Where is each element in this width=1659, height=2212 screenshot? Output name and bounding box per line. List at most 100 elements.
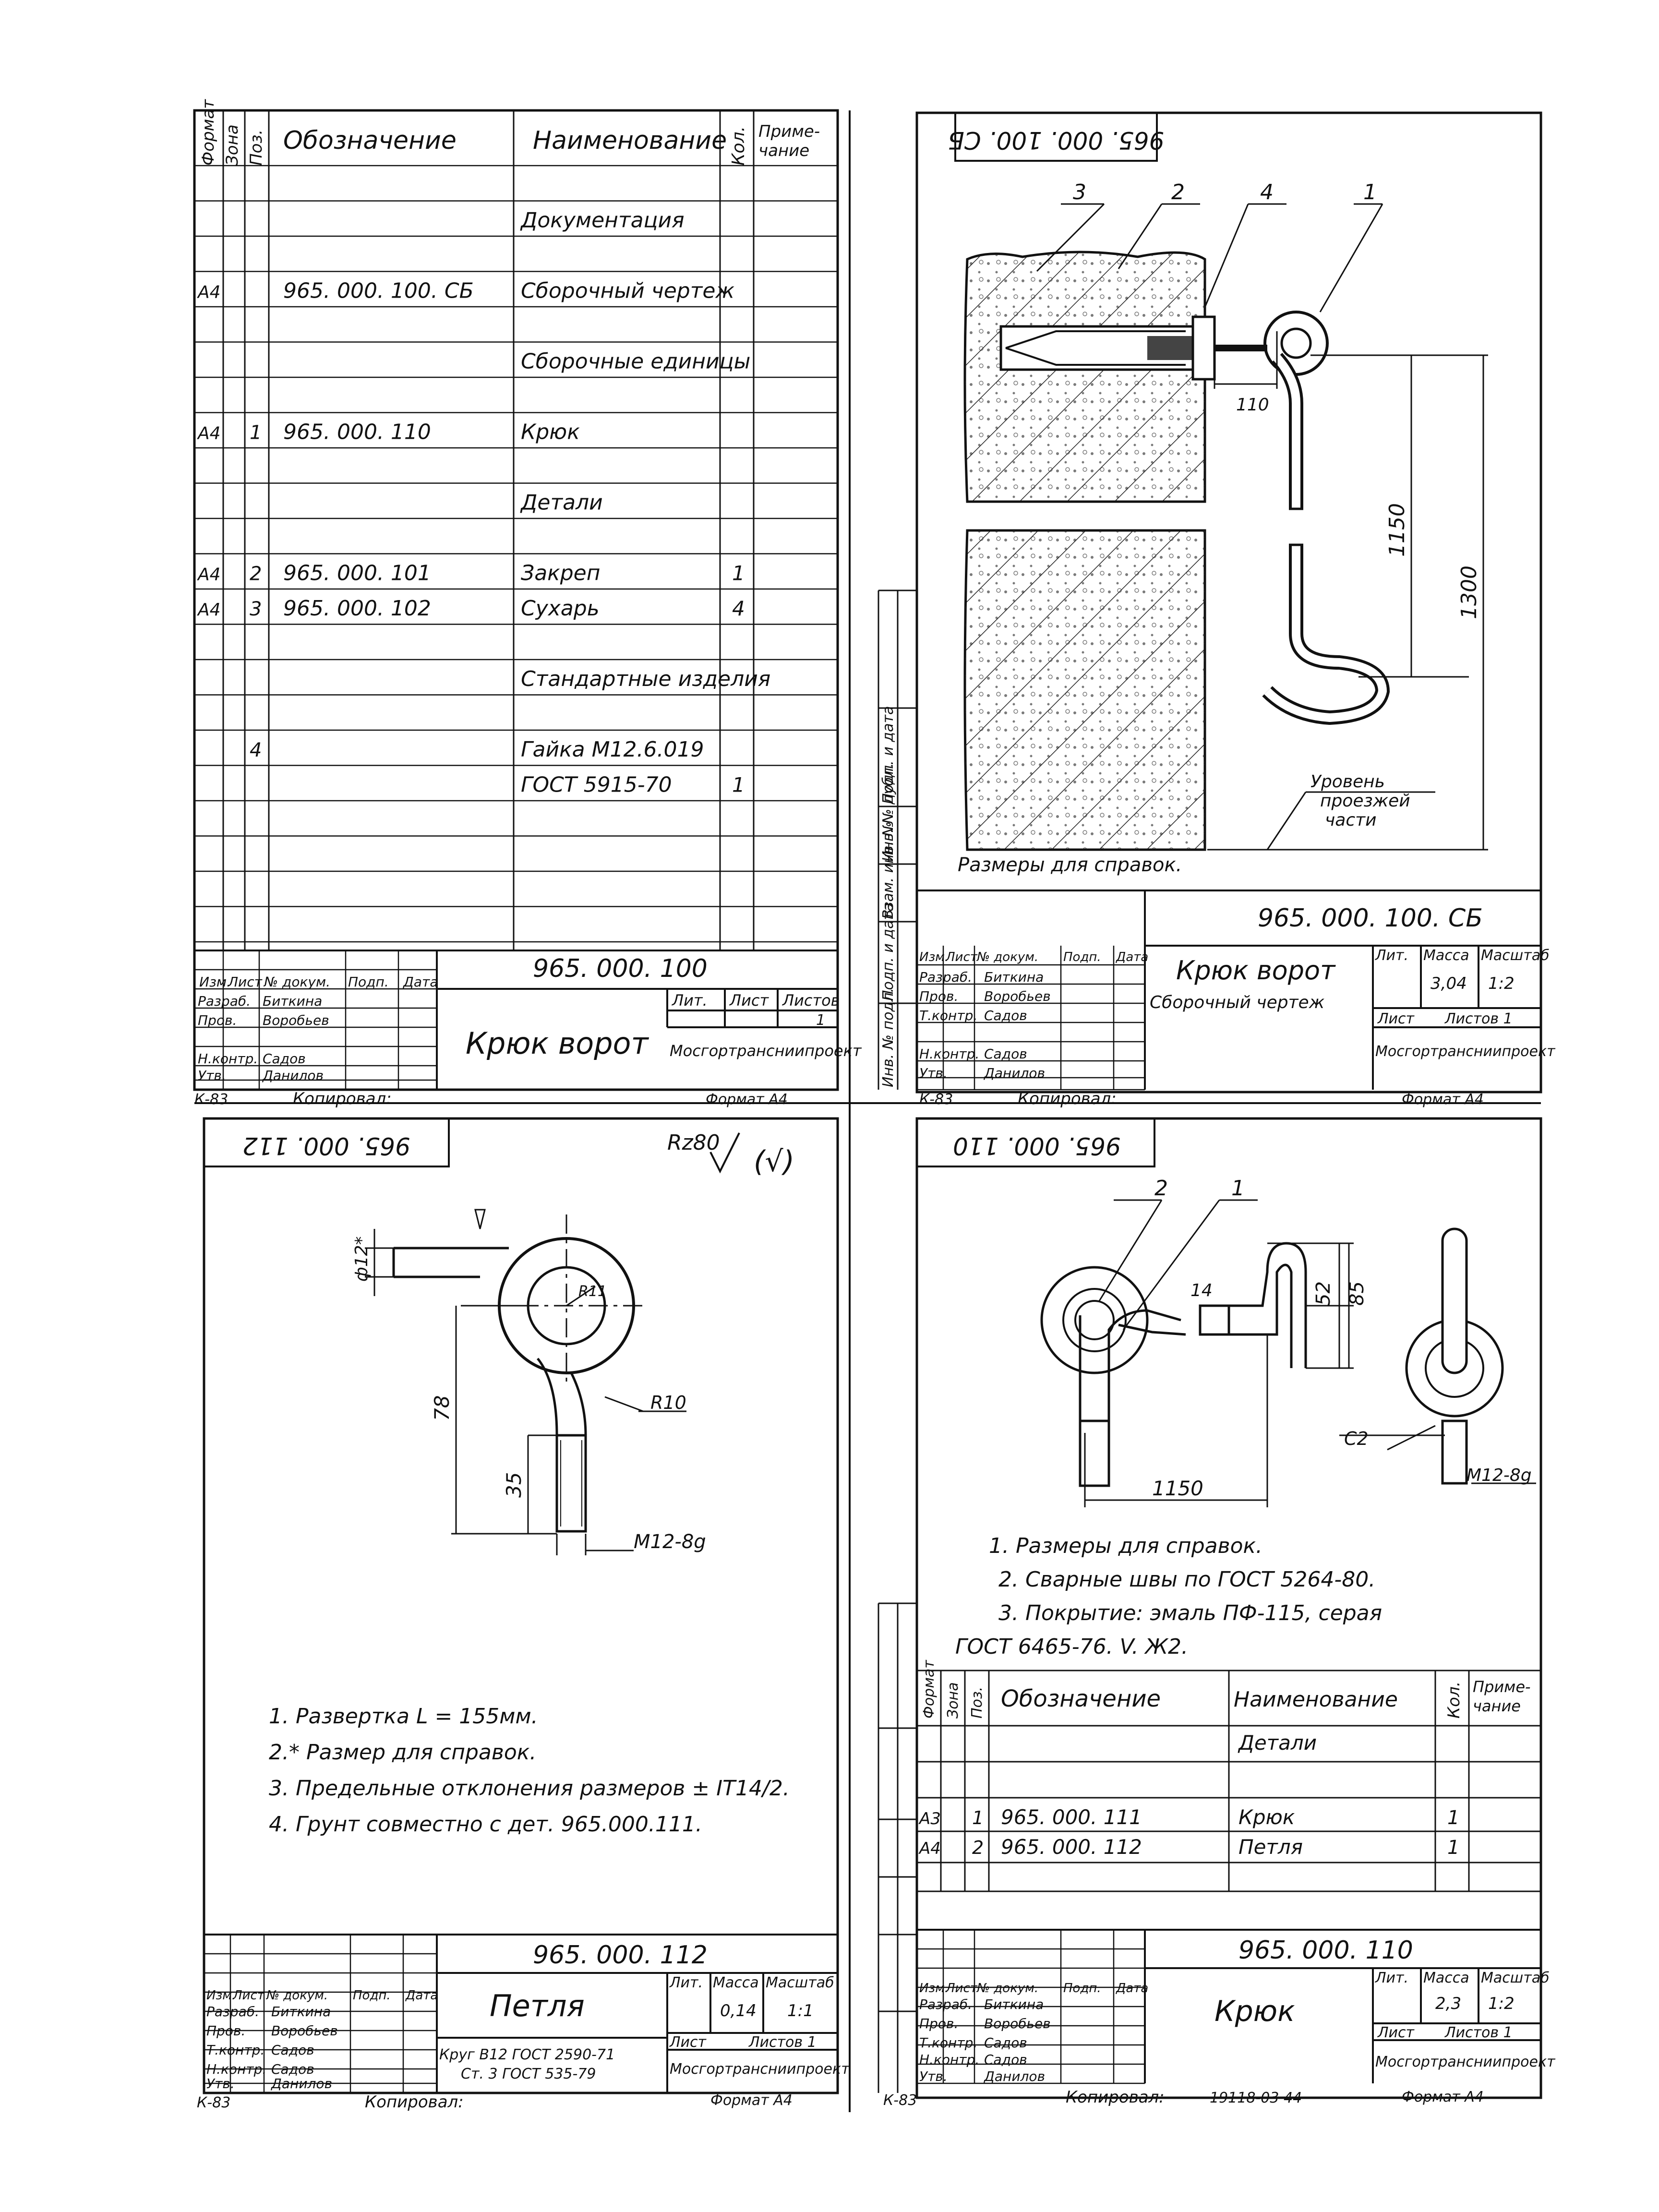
s3-note: 3. Предельные отклонения размеров ± IT14… (269, 1776, 790, 1801)
s4-col-doc: № докум. (976, 1981, 1038, 1996)
s1-row-format: А4 (197, 600, 221, 620)
s4-note: 1. Размеры для справок. (989, 1534, 1262, 1558)
tb-role: Н.контр. (919, 1046, 979, 1062)
s4-scale: Масштаб (1481, 1970, 1550, 1986)
s2-dim-1150: 1150 (1385, 503, 1409, 557)
s3-stamp: 965. 000. 112 (242, 1132, 410, 1160)
tb-role: Н.контр. (919, 2052, 979, 2068)
s1-row-designation: 965. 000. 102 (283, 596, 431, 621)
tb-role: Пров. (919, 988, 958, 1004)
tb-person: Биткина (263, 993, 322, 1009)
s4-row-designation: 965. 000. 111 (1001, 1805, 1142, 1829)
s4-note: ГОСТ 6465-76. V. Ж2. (955, 1635, 1188, 1659)
s4-col-izm: Изм. (919, 1981, 949, 1996)
s3-dim-phi: ф12* (352, 1236, 372, 1282)
s1-row-name: Документация (520, 208, 685, 233)
s4-sheets: Листов 1 (1444, 2024, 1513, 2041)
side-label: Инв. № подл. (880, 988, 897, 1087)
s3-material2: Ст. 3 ГОСТ 535-79 (461, 2066, 596, 2082)
s3-col-list: Лист (232, 1988, 265, 2003)
s3-footer-k: К-83 (197, 2094, 230, 2111)
s2-col-date: Дата (1116, 950, 1148, 964)
s2-level-1: Уровень (1310, 772, 1385, 792)
s3-roughness-paren: (√) (754, 1145, 794, 1178)
s2-level-2: проезжей (1320, 791, 1410, 811)
tb-person: Садов (984, 2052, 1027, 2068)
s1-row-format: А4 (197, 283, 221, 302)
s1-header-format: Формат (199, 99, 218, 166)
s2-lit: Лит. (1375, 947, 1408, 964)
tb-role: Утв. (919, 1065, 948, 1081)
s4-stamp: 965. 000. 110 (953, 1132, 1121, 1160)
s1-header-name: Наименование (533, 126, 727, 155)
s1-row-qty: 4 (732, 597, 745, 620)
s4-footer-k: К-83 (883, 2092, 917, 2109)
s1-row-name: Закреп (521, 561, 601, 586)
s3-col-izm: Изм. (206, 1988, 236, 2003)
tb-role: Утв. (919, 2068, 948, 2084)
s3-dim-78: 78 (430, 1395, 454, 1421)
tb-role: Н.контр. (198, 1051, 258, 1067)
sheet4-hook-assembly: 965. 000. 110 (878, 1117, 1556, 2109)
s1-col-date: Дата (402, 974, 438, 990)
tb-person: Данилов (270, 2076, 332, 2092)
s2-col-doc: № докум. (976, 950, 1038, 964)
s3-note: 1. Развертка L = 155мм. (269, 1704, 538, 1729)
s4-row-name: Детали (1238, 1731, 1317, 1755)
s4-note: 3. Покрытие: эмаль ПФ-115, серая (998, 1601, 1382, 1625)
tb-role: Утв. (206, 2076, 235, 2092)
s4-footer-copied: Копировал: (1066, 2088, 1165, 2107)
s2-col-list: Лист (945, 950, 978, 964)
s4-note: 2. Сварные швы по ГОСТ 5264-80. (998, 1567, 1375, 1592)
s4-row-name: Крюк (1238, 1805, 1295, 1829)
s2-dim-110: 110 (1236, 395, 1269, 415)
s4-mass-val: 2,3 (1435, 1994, 1461, 2013)
s4-footer-format: Формат А4 (1402, 2089, 1484, 2105)
s2-callout-3: 3 (1073, 180, 1086, 204)
s2-col-sign: Подп. (1063, 950, 1101, 964)
tb-role: Пров. (919, 2016, 958, 2032)
tb-person: Данилов (983, 2068, 1045, 2084)
s3-sheet: Лист (669, 2034, 707, 2051)
tb-role: Разраб. (919, 969, 972, 985)
s1-code: 965. 000. 100 (533, 954, 708, 983)
s3-dim-r10: R10 (650, 1392, 686, 1413)
s3-col-sign: Подп. (353, 1988, 391, 2003)
s4-row-format: А4 (918, 1839, 941, 1858)
s4-header-zone: Зона (945, 1682, 962, 1719)
tb-person: Данилов (262, 1068, 324, 1083)
s4-dim-1150: 1150 (1152, 1477, 1203, 1500)
s2-title: Крюк ворот (1176, 955, 1336, 986)
s3-org: Мосгортрансниипроект (670, 2061, 850, 2078)
s2-code: 965. 000. 100. СБ (1258, 904, 1483, 933)
s1-col-list: Лист (228, 974, 263, 990)
s1-footer-copied: Копировал: (293, 1089, 392, 1108)
s4-title: Крюк (1214, 1995, 1295, 2028)
s3-footer-format: Формат А4 (710, 2092, 793, 2109)
s3-note: 4. Грунт совместно с дет. 965.000.111. (269, 1812, 702, 1837)
s1-row-qty: 1 (732, 562, 745, 585)
tb-role: Утв. (198, 1068, 226, 1083)
s1-org: Мосгортрансниипроект (670, 1042, 862, 1060)
s4-row-pos: 2 (972, 1837, 984, 1858)
s2-footer-format: Формат А4 (1402, 1091, 1484, 1108)
s1-col-sign: Подп. (348, 974, 389, 990)
tb-person: Садов (271, 2061, 314, 2077)
tb-role: Разраб. (206, 2004, 259, 2020)
s1-row-format: А4 (197, 565, 221, 585)
tb-role: Пров. (198, 1012, 237, 1028)
tb-person: Садов (984, 2035, 1027, 2051)
s3-lit: Лит. (669, 1974, 703, 1991)
s3-scale-val: 1:1 (787, 2001, 814, 2020)
s1-row-name: Сборочный чертеж (521, 279, 734, 303)
tb-person: Воробьев (984, 988, 1051, 1004)
s1-row-name: Сухарь (521, 596, 600, 621)
s3-scale: Масштаб (766, 1974, 834, 1991)
s4-col-list: Лист (945, 1981, 978, 1996)
s1-footer-k: К-83 (194, 1091, 228, 1108)
tb-person: Воробьев (271, 2023, 338, 2039)
tb-role: Т.контр. (919, 2035, 977, 2051)
s3-code: 965. 000. 112 (533, 1941, 708, 1970)
tb-person: Воробьев (984, 2016, 1051, 2032)
